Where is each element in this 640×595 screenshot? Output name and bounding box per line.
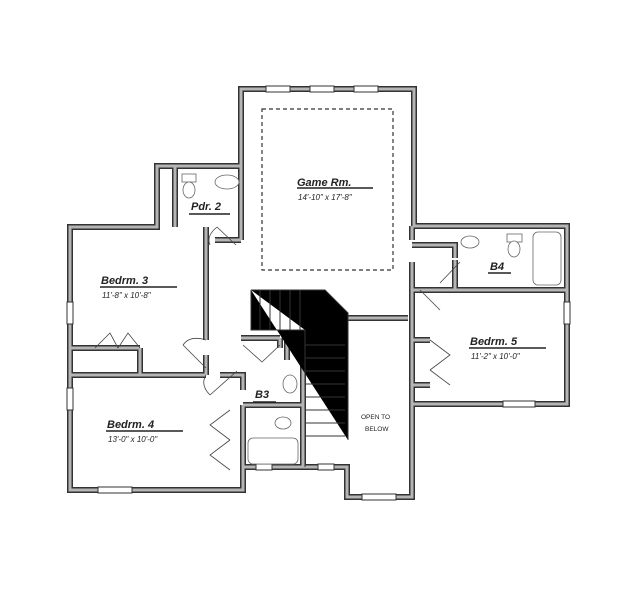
bathtub-icon [247, 437, 299, 465]
bedroom-4-label: Bedrm. 4 [107, 419, 154, 431]
game-room-ceiling-outline [261, 108, 394, 271]
powder-room-label: Pdr. 2 [191, 201, 221, 213]
sink-icon [460, 235, 480, 249]
bedroom-5-size: 11'-2" x 10'-0" [471, 352, 521, 361]
bath-3-label: B3 [255, 389, 269, 401]
open-to-below-line2: BELOW [365, 426, 389, 433]
toilet-icon [181, 173, 197, 183]
walls [67, 86, 570, 500]
windows [66, 85, 571, 501]
game-room-label: Game Rm. [297, 177, 351, 189]
doors [94, 226, 461, 471]
bedroom-3-label: Bedrm. 3 [101, 275, 148, 287]
toilet-icon [274, 416, 292, 430]
fixtures [181, 173, 562, 465]
game-room-size: 14'-10" x 17'-8" [298, 193, 353, 202]
sink-icon [282, 374, 298, 394]
bath-4-label: B4 [490, 261, 504, 273]
stairs [250, 289, 349, 467]
bedroom-4-size: 13'-0" x 10'-0" [108, 435, 158, 444]
bedroom-3-size: 11'-8" x 10'-8" [102, 291, 152, 300]
bathtub-icon [532, 231, 562, 286]
open-to-below-line1: OPEN TO [361, 414, 390, 421]
bedroom-5-label: Bedrm. 5 [470, 336, 518, 348]
sink-icon [214, 174, 240, 190]
